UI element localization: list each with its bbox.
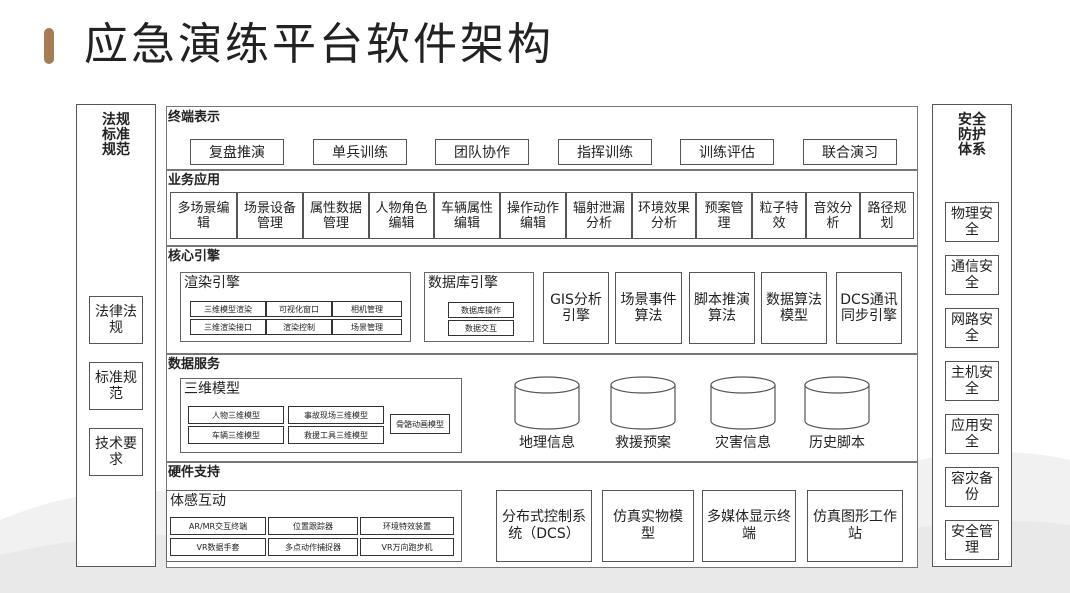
business-item-multi-scene: 多场景编辑 bbox=[170, 192, 237, 239]
interaction-item-motion-capture: 多点动作捕捉器 bbox=[268, 538, 358, 556]
interaction-item-vr-treadmill: VR万向跑步机 bbox=[360, 538, 454, 556]
right-item-host: 主机安全 bbox=[945, 361, 999, 401]
database-cylinder-history bbox=[804, 376, 870, 430]
database-item-interaction: 数据交互 bbox=[448, 320, 514, 336]
database-engine-label: 数据库引擎 bbox=[428, 275, 498, 291]
title-accent-bar bbox=[44, 28, 54, 64]
terminal-item-evaluation: 训练评估 bbox=[680, 139, 774, 165]
core-engine-script: 脚本推演算法 bbox=[689, 272, 755, 344]
render-item-control: 渲染控制 bbox=[266, 319, 332, 335]
terminal-item-replay: 复盘推演 bbox=[190, 139, 284, 165]
page-title: 应急演练平台软件架构 bbox=[84, 19, 554, 70]
terminal-item-joint: 联合演习 bbox=[803, 139, 897, 165]
right-item-communication: 通信安全 bbox=[945, 255, 999, 295]
store-label-disaster: 灾害信息 bbox=[715, 435, 771, 451]
model-item-accident-scene: 事故现场三维模型 bbox=[288, 406, 384, 424]
store-label-history: 历史脚本 bbox=[809, 435, 865, 451]
left-item-law: 法律法规 bbox=[89, 296, 143, 344]
model-item-rescue-tool: 救援工具三维模型 bbox=[288, 426, 384, 444]
business-item-attribute-data: 属性数据管理 bbox=[303, 192, 369, 239]
interaction-item-vr-glove: VR数据手套 bbox=[170, 538, 266, 556]
layer-terminal-title: 终端表示 bbox=[168, 110, 221, 125]
business-item-action: 操作动作编辑 bbox=[500, 192, 566, 239]
core-engine-gis: GIS分析引擎 bbox=[543, 272, 609, 344]
render-item-visual-window: 可视化窗口 bbox=[266, 301, 332, 317]
right-item-physical: 物理安全 bbox=[945, 202, 999, 242]
hardware-item-multimedia: 多媒体显示终端 bbox=[702, 490, 796, 562]
business-item-character: 人物角色编辑 bbox=[369, 192, 434, 239]
model-item-skeletal-animation: 骨骼动画模型 bbox=[390, 414, 450, 434]
right-column-header: 安全防护体系 bbox=[958, 111, 986, 158]
business-item-particle: 粒子特效 bbox=[752, 192, 806, 239]
business-item-path: 路径规划 bbox=[860, 192, 914, 239]
database-cylinder-geo bbox=[514, 376, 580, 430]
left-item-technical: 技术要求 bbox=[89, 428, 143, 476]
right-item-security-management: 安全管理 bbox=[945, 520, 999, 560]
layer-terminal bbox=[166, 106, 918, 170]
terminal-item-command: 指挥训练 bbox=[558, 139, 652, 165]
store-label-rescue: 救援预案 bbox=[615, 435, 671, 451]
database-cylinder-rescue bbox=[610, 376, 676, 430]
interaction-group-label: 体感互动 bbox=[170, 493, 226, 509]
right-item-application: 应用安全 bbox=[945, 414, 999, 454]
left-column-header: 法规标准规范 bbox=[102, 111, 130, 158]
hardware-item-graphics-workstation: 仿真图形工作站 bbox=[807, 490, 903, 562]
business-item-environment: 环境效果分析 bbox=[632, 192, 696, 239]
interaction-item-ar-mr: AR/MR交互终端 bbox=[170, 517, 266, 535]
core-engine-dcs-sync: DCS通讯同步引擎 bbox=[836, 272, 902, 344]
interaction-item-environment-effect: 环境特效装置 bbox=[360, 517, 454, 535]
business-item-plan: 预案管理 bbox=[696, 192, 752, 239]
business-item-radiation: 辐射泄漏分析 bbox=[566, 192, 632, 239]
hardware-item-physical-model: 仿真实物模型 bbox=[602, 490, 694, 562]
left-item-standard: 标准规范 bbox=[89, 362, 143, 410]
right-item-network: 网路安全 bbox=[945, 308, 999, 348]
layer-hardware-title: 硬件支持 bbox=[168, 465, 221, 480]
terminal-item-team: 团队协作 bbox=[435, 139, 529, 165]
render-item-scene-management: 场景管理 bbox=[332, 319, 402, 335]
database-cylinder-disaster bbox=[710, 376, 776, 430]
core-engine-scene-event: 场景事件算法 bbox=[615, 272, 682, 344]
layer-business bbox=[166, 170, 918, 246]
layer-core-title: 核心引擎 bbox=[168, 249, 221, 264]
right-item-disaster-recovery: 容灾备份 bbox=[945, 467, 999, 507]
database-item-operation: 数据库操作 bbox=[448, 302, 514, 318]
interaction-item-position-tracker: 位置跟踪器 bbox=[268, 517, 358, 535]
terminal-item-single-training: 单兵训练 bbox=[313, 139, 407, 165]
business-item-scene-device: 场景设备管理 bbox=[237, 192, 303, 239]
business-item-vehicle: 车辆属性编辑 bbox=[434, 192, 500, 239]
render-engine-label: 渲染引擎 bbox=[184, 275, 240, 291]
layer-business-title: 业务应用 bbox=[168, 173, 221, 188]
model-item-vehicle: 车辆三维模型 bbox=[188, 426, 284, 444]
render-item-model-rendering: 三维模型渲染 bbox=[190, 301, 266, 317]
render-item-interface: 三维渲染接口 bbox=[190, 319, 266, 335]
store-label-geo: 地理信息 bbox=[519, 435, 575, 451]
layer-data-service-title: 数据服务 bbox=[168, 357, 221, 372]
model-item-character: 人物三维模型 bbox=[188, 406, 284, 424]
business-item-sound: 音效分析 bbox=[806, 192, 860, 239]
model-group-label: 三维模型 bbox=[184, 381, 240, 397]
render-item-camera: 相机管理 bbox=[332, 301, 402, 317]
core-engine-data-algorithm: 数据算法模型 bbox=[761, 272, 827, 344]
hardware-item-dcs: 分布式控制系统（DCS） bbox=[496, 490, 592, 562]
